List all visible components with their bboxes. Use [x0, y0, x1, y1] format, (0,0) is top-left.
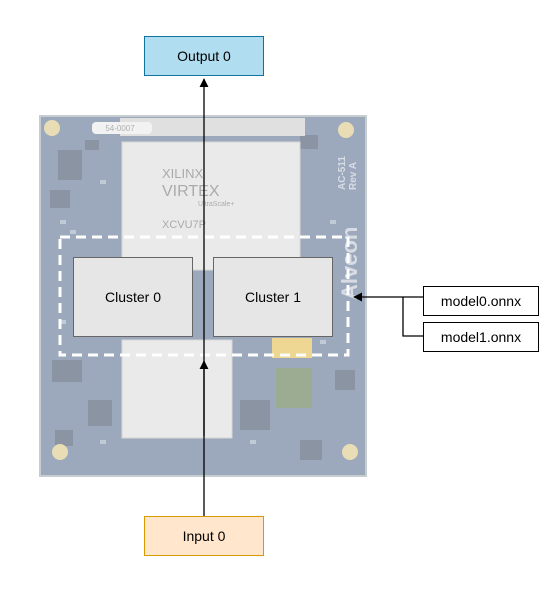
cluster-0-node[interactable]: Cluster 0 — [73, 257, 193, 337]
model1-node[interactable]: model1.onnx — [423, 322, 539, 352]
vendor-logo-text: Alveon — [337, 227, 362, 300]
cluster-0-label: Cluster 0 — [104, 289, 162, 305]
chip-family-text: VIRTEX — [162, 183, 220, 200]
model0-label: model0.onnx — [440, 293, 522, 309]
revision-text: Rev A — [348, 162, 359, 190]
chip-subfamily-text: UltraScale+ — [198, 201, 234, 208]
model0-node[interactable]: model0.onnx — [423, 286, 539, 316]
input-node[interactable]: Input 0 — [144, 516, 264, 556]
cluster-1-label: Cluster 1 — [244, 289, 302, 305]
input-label: Input 0 — [182, 528, 226, 544]
board-part-number: 54-0007 — [105, 124, 135, 133]
chip-brand-text: XILINX — [162, 166, 204, 181]
chip-model-text: XCVU7P — [162, 219, 206, 231]
cluster-1-node[interactable]: Cluster 1 — [213, 257, 333, 337]
model-code-text: AC-511 — [337, 156, 348, 190]
output-label: Output 0 — [177, 48, 231, 64]
model1-label: model1.onnx — [440, 329, 522, 345]
output-node[interactable]: Output 0 — [144, 36, 264, 76]
